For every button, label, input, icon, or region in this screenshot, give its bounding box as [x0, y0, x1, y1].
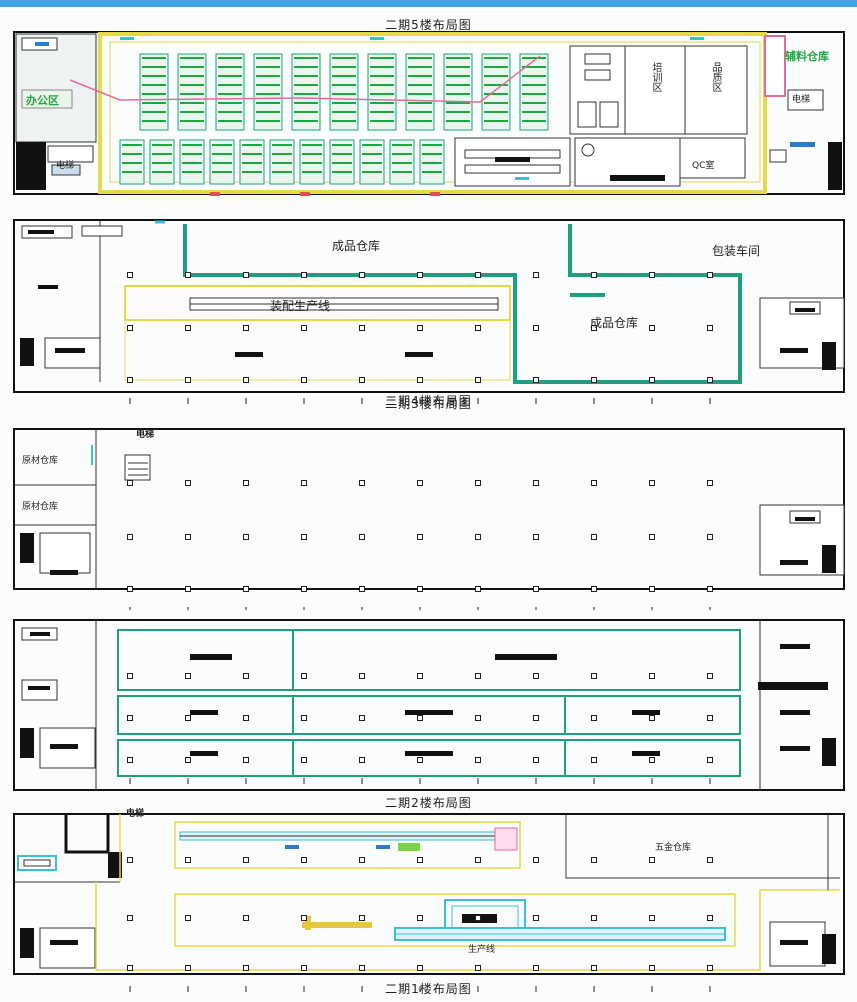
floor-5-label-office: 办公区	[26, 94, 59, 107]
floor-1-title: 二期1楼布局图	[385, 982, 472, 996]
floor-4-plan: 成品仓库 包装车间 装配生产线 成品仓库 二期4楼布局图	[0, 210, 857, 415]
floor-3-plan: 二期3楼布局图 电梯 原材仓库 原材仓库	[0, 397, 857, 610]
floor-4-label-packing: 包装车间	[712, 244, 761, 258]
floor-4-label-assembly-line: 装配生产线	[270, 299, 331, 313]
floor-4-title: 二期4楼布局图	[385, 394, 472, 408]
floor-3-label-room-1: 原材仓库	[22, 456, 59, 466]
floor-4-drawing	[13, 219, 845, 404]
floor-4-label-warehouse-mid: 成品仓库	[590, 316, 639, 330]
floor-1-plan: 电梯 五金仓库 生产线 二期1楼布局图	[0, 809, 857, 1002]
floor-3-label-elevator: 电梯	[136, 430, 155, 440]
floor-5-title: 二期5楼布局图	[385, 18, 472, 32]
floor-3-title: 二期3楼布局图	[385, 397, 472, 411]
floor-1-drawing	[13, 813, 845, 992]
floor-1-label-hardware-warehouse: 五金仓库	[655, 843, 692, 853]
floor-5-label-elevator-right: 电梯	[792, 95, 811, 105]
floor-5-label-aux-warehouse: 辅料仓库	[785, 50, 829, 63]
floor-2-title: 二期2楼布局图	[385, 796, 472, 810]
floor-5-label-training: 培训区	[650, 62, 661, 92]
floor-5-drawing	[13, 31, 845, 196]
floor-2-drawing	[13, 619, 845, 791]
floor-3-label-room-2: 原材仓库	[22, 502, 59, 512]
floor-1-label-elevator: 电梯	[126, 809, 145, 819]
floor-3-drawing	[13, 428, 845, 610]
floor-4-label-warehouse-top: 成品仓库	[332, 239, 381, 253]
floor-5-label-quality: 品质区	[710, 62, 721, 92]
floor-5-label-qc-room: QC室	[692, 161, 715, 171]
floor-1-label-production-line: 生产线	[468, 945, 496, 955]
floor-5-plan: 二期5楼布局图	[0, 10, 857, 210]
floor-2-plan: 二期2楼布局图	[0, 610, 857, 810]
floor-5-label-elevator-left: 电梯	[56, 161, 75, 171]
top-accent-bar	[0, 0, 857, 7]
